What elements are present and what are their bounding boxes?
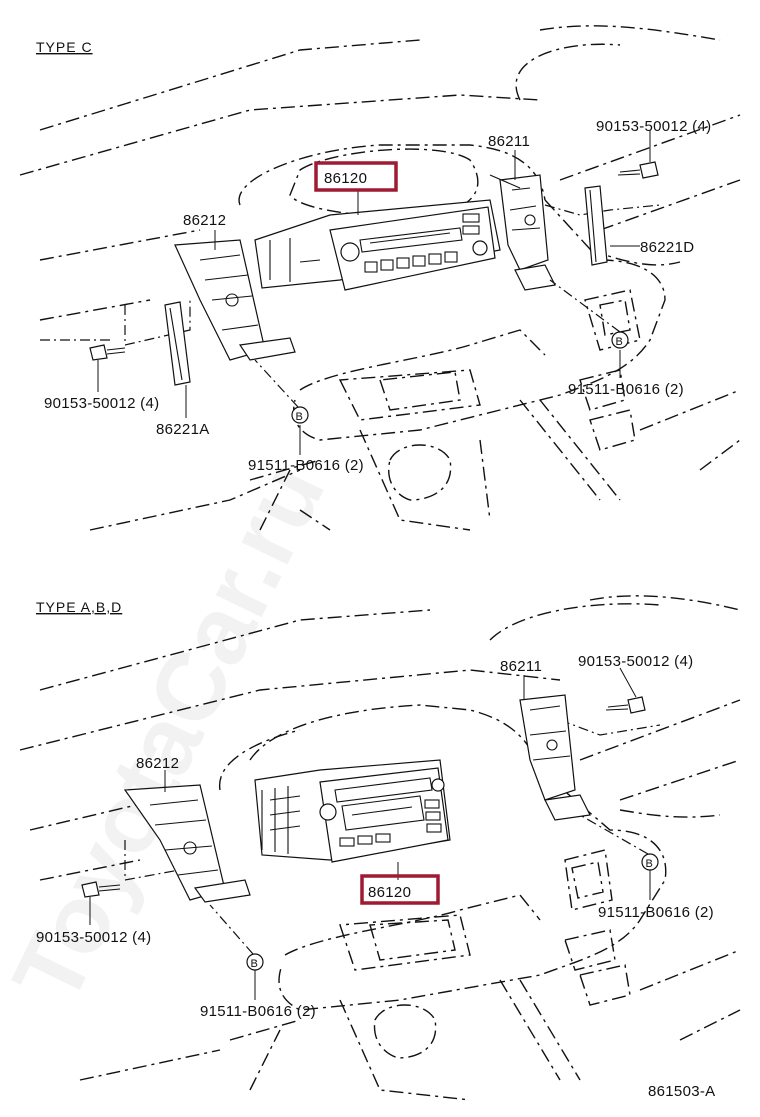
bolt-left-c bbox=[89, 344, 126, 361]
label-clip-left-abd: 91511-B0616 (2) bbox=[200, 1003, 316, 1020]
section-title-type-abd: TYPE A,B,D bbox=[36, 599, 122, 615]
label-86211-c: 86211 bbox=[488, 133, 530, 150]
label-bolt-right-c: 90153-50012 (4) bbox=[596, 118, 711, 135]
bracket-86211-c bbox=[489, 174, 556, 291]
callout-b-right-abd: B bbox=[646, 858, 653, 870]
label-86212-abd: 86212 bbox=[136, 755, 179, 772]
leader-lines-c bbox=[97, 130, 651, 455]
label-clip-right-abd: 91511-B0616 (2) bbox=[598, 904, 714, 921]
bracket-86212-c bbox=[174, 239, 296, 361]
label-clip-right-c: 91511-B0616 (2) bbox=[568, 381, 684, 398]
clip-callout-right-c: B bbox=[549, 279, 629, 349]
plate-86221d bbox=[584, 185, 608, 266]
bolt-right-abd bbox=[605, 696, 646, 714]
label-86221a-c: 86221A bbox=[156, 421, 210, 438]
highlight-86120-c bbox=[314, 161, 398, 192]
bolt-left-abd bbox=[81, 881, 121, 898]
label-86221d-c: 86221D bbox=[640, 239, 694, 256]
section-type-c: TYPE C bbox=[19, 25, 741, 531]
section-title-type-c: TYPE C bbox=[36, 39, 93, 55]
bracket-86211-abd bbox=[519, 694, 591, 821]
bracket-86212-abd bbox=[123, 784, 251, 903]
section-type-abd: TYPE A,B,D bbox=[19, 595, 741, 1101]
clip-callout-left-abd: B bbox=[209, 904, 264, 971]
dashboard-outline-c bbox=[19, 25, 741, 531]
radio-unit-86120-abd bbox=[254, 759, 451, 863]
leader-lines-abd bbox=[89, 667, 651, 1000]
label-86212-c: 86212 bbox=[183, 212, 226, 229]
callout-b-left-abd: B bbox=[251, 958, 258, 970]
plate-86221a bbox=[164, 301, 191, 386]
label-bolt-left-abd: 90153-50012 (4) bbox=[36, 929, 151, 946]
clip-callout-left-c: B bbox=[254, 359, 309, 424]
label-bolt-right-abd: 90153-50012 (4) bbox=[578, 653, 693, 670]
figure-code: 861503-A bbox=[648, 1083, 715, 1100]
label-clip-left-c: 91511-B0616 (2) bbox=[248, 457, 364, 474]
bolt-right-c bbox=[617, 161, 659, 179]
label-86120-c: 86120 bbox=[324, 170, 367, 187]
label-bolt-left-c: 90153-50012 (4) bbox=[44, 395, 159, 412]
clip-callout-right-abd: B bbox=[579, 814, 659, 871]
label-86211-abd: 86211 bbox=[500, 658, 542, 675]
dashboard-outline-abd bbox=[19, 595, 741, 1101]
callout-b-right-c: B bbox=[616, 336, 623, 348]
highlight-86120-abd bbox=[360, 874, 440, 905]
label-86120-abd: 86120 bbox=[368, 884, 411, 901]
radio-unit-86120-c bbox=[254, 199, 501, 291]
callout-b-left-c: B bbox=[296, 411, 303, 423]
